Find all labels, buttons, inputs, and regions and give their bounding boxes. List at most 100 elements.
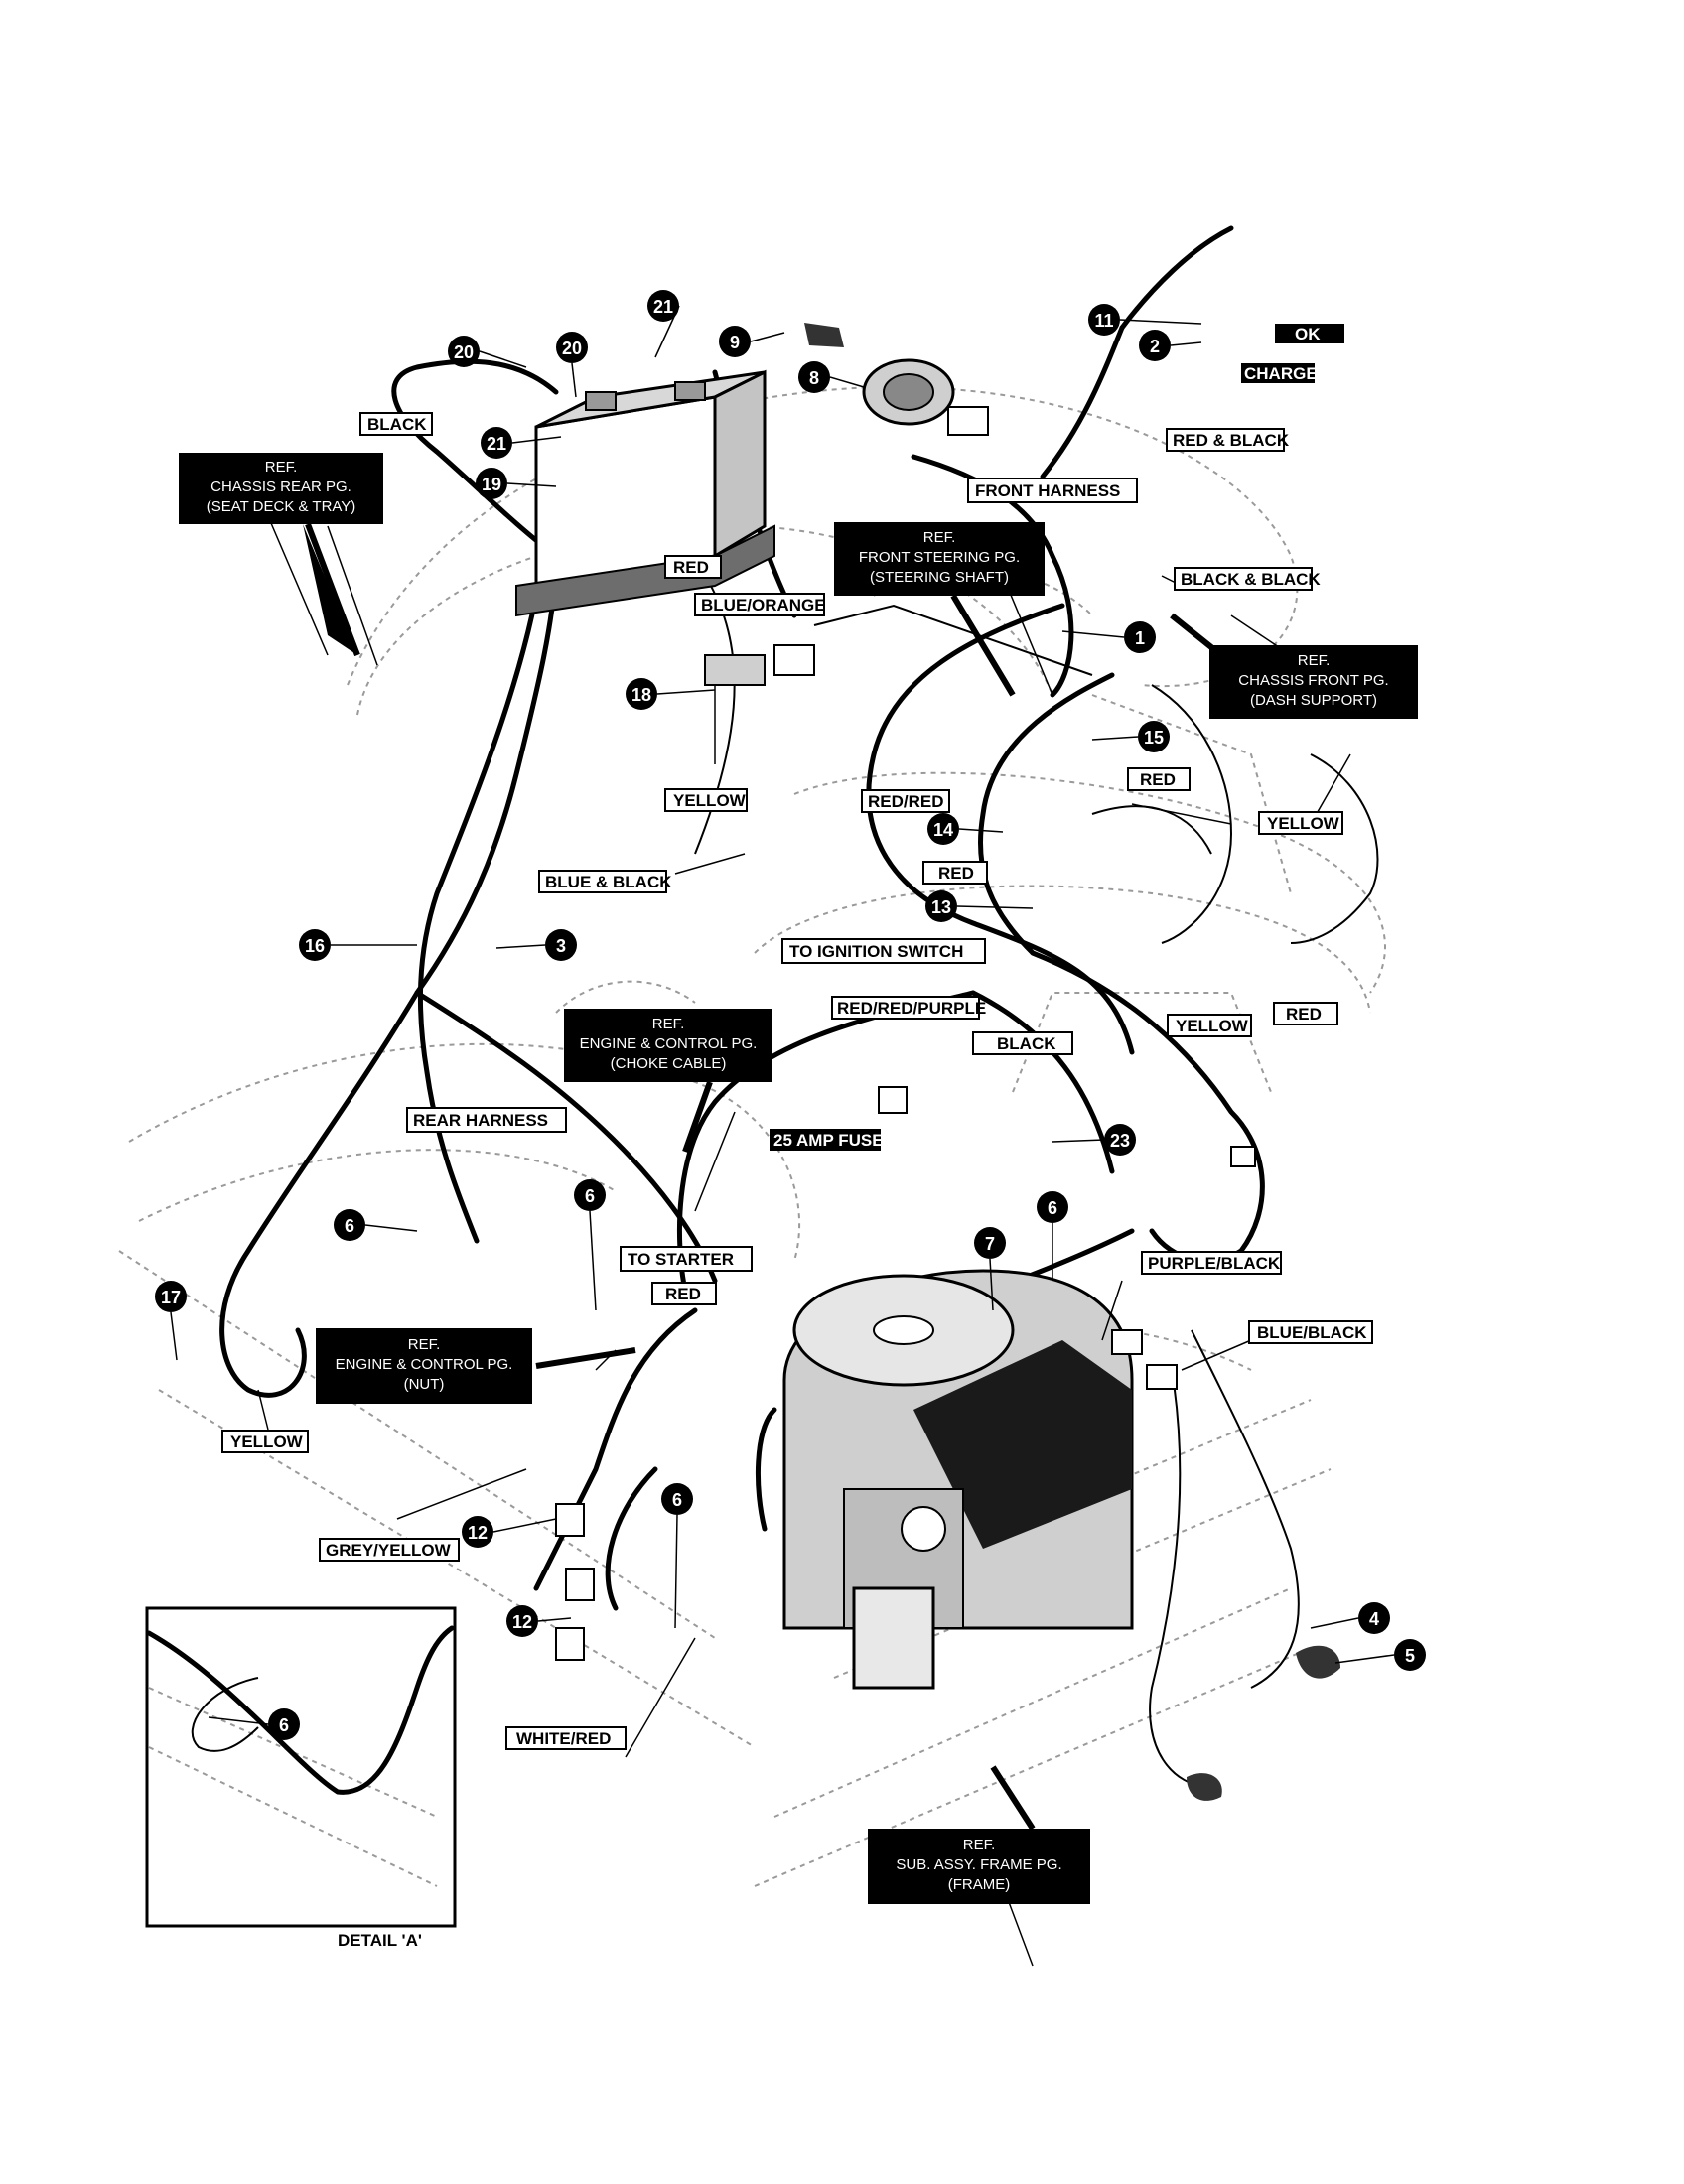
label-red-and-black: RED & BLACK	[1166, 428, 1290, 452]
label-blue-and-black: BLUE & BLACK	[538, 870, 672, 893]
svg-text:YELLOW: YELLOW	[1176, 1017, 1249, 1035]
label-red-battery: RED	[664, 555, 722, 579]
svg-text:6: 6	[345, 1216, 354, 1236]
ref-front-steering: REF. FRONT STEERING PG. (STEERING SHAFT)	[834, 522, 1045, 596]
callout-15: 15	[1138, 721, 1170, 752]
svg-text:REF.: REF.	[265, 459, 298, 476]
svg-text:FRONT HARNESS: FRONT HARNESS	[975, 481, 1120, 500]
svg-text:3: 3	[556, 936, 566, 956]
svg-text:PURPLE/BLACK: PURPLE/BLACK	[1148, 1254, 1281, 1273]
callout-16: 16	[299, 929, 331, 961]
svg-text:17: 17	[161, 1288, 181, 1307]
callout-6-mid: 6	[574, 1179, 606, 1211]
svg-text:SUB. ASSY. FRAME PG.: SUB. ASSY. FRAME PG.	[896, 1856, 1061, 1873]
callout-5: 5	[1394, 1639, 1426, 1671]
svg-text:REF.: REF.	[963, 1837, 996, 1853]
svg-text:21: 21	[487, 434, 506, 454]
callout-21-top: 21	[647, 290, 679, 322]
svg-text:YELLOW: YELLOW	[673, 791, 747, 810]
svg-text:RED/RED/PURPLE: RED/RED/PURPLE	[837, 999, 986, 1018]
svg-text:RED: RED	[673, 558, 709, 577]
svg-text:TO IGNITION SWITCH: TO IGNITION SWITCH	[789, 942, 963, 961]
svg-text:11: 11	[1094, 311, 1113, 331]
svg-text:(CHOKE CABLE): (CHOKE CABLE)	[611, 1055, 727, 1072]
svg-text:6: 6	[672, 1490, 682, 1510]
label-ok: OK	[1275, 324, 1344, 343]
svg-text:CHASSIS FRONT PG.: CHASSIS FRONT PG.	[1238, 672, 1388, 689]
svg-text:13: 13	[931, 897, 951, 917]
svg-text:RED: RED	[1140, 770, 1176, 789]
svg-text:BLUE/BLACK: BLUE/BLACK	[1257, 1323, 1367, 1342]
ref-sub-assy-frame: REF. SUB. ASSY. FRAME PG. (FRAME)	[868, 1829, 1090, 1904]
svg-text:21: 21	[653, 297, 673, 317]
label-yellow-ground: YELLOW	[221, 1430, 309, 1453]
svg-text:GREY/YELLOW: GREY/YELLOW	[326, 1541, 452, 1560]
svg-text:7: 7	[985, 1234, 995, 1254]
label-25-amp-fuse: 25 AMP FUSE	[770, 1129, 884, 1151]
svg-text:TO STARTER: TO STARTER	[628, 1250, 734, 1269]
ref-engine-choke: REF. ENGINE & CONTROL PG. (CHOKE CABLE)	[564, 1009, 772, 1082]
label-red-red: RED/RED	[861, 789, 950, 813]
svg-text:18: 18	[632, 685, 651, 705]
svg-text:1: 1	[1135, 628, 1145, 648]
svg-text:BLACK: BLACK	[367, 415, 427, 434]
battery-illustration	[515, 369, 775, 617]
label-yellow-right: YELLOW	[1258, 811, 1343, 835]
svg-text:5: 5	[1405, 1646, 1415, 1666]
svg-text:RED & BLACK: RED & BLACK	[1173, 431, 1290, 450]
svg-text:9: 9	[730, 333, 740, 352]
callout-18: 18	[626, 678, 657, 710]
callout-17: 17	[155, 1281, 187, 1312]
label-red-mid: RED	[1273, 1002, 1338, 1025]
svg-text:25 AMP FUSE: 25 AMP FUSE	[773, 1131, 884, 1150]
ref-arrows	[303, 522, 1223, 1831]
callout-20-left: 20	[448, 336, 480, 367]
label-black-battery: BLACK	[359, 412, 433, 436]
label-front-harness: FRONT HARNESS	[967, 478, 1138, 503]
label-blue-black: BLUE/BLACK	[1248, 1320, 1373, 1344]
label-grey-yellow: GREY/YELLOW	[319, 1538, 460, 1562]
svg-text:(STEERING SHAFT): (STEERING SHAFT)	[870, 569, 1009, 586]
label-purple-black: PURPLE/BLACK	[1141, 1251, 1282, 1275]
callout-12-bot: 12	[506, 1605, 538, 1637]
svg-text:CHASSIS REAR PG.: CHASSIS REAR PG.	[210, 478, 351, 495]
svg-text:WHITE/RED: WHITE/RED	[516, 1729, 611, 1748]
svg-text:20: 20	[562, 339, 582, 358]
svg-text:2: 2	[1150, 337, 1160, 356]
ref-chassis-rear: REF. CHASSIS REAR PG. (SEAT DECK & TRAY)	[179, 453, 383, 524]
callout-20-right: 20	[556, 332, 588, 363]
label-to-starter: TO STARTER	[620, 1246, 753, 1272]
callout-7: 7	[974, 1227, 1006, 1259]
svg-text:15: 15	[1144, 728, 1164, 748]
svg-text:FRONT STEERING PG.: FRONT STEERING PG.	[859, 549, 1020, 566]
callout-3: 3	[545, 929, 577, 961]
callout-11: 11	[1088, 304, 1120, 336]
callout-leaders	[170, 305, 1395, 1725]
svg-text:8: 8	[809, 368, 819, 388]
svg-text:BLACK: BLACK	[997, 1034, 1056, 1053]
detail-a-caption: DETAIL 'A'	[338, 1931, 422, 1950]
svg-text:16: 16	[305, 936, 325, 956]
svg-text:REF.: REF.	[408, 1336, 441, 1353]
label-red-15: RED	[1127, 767, 1191, 791]
svg-text:6: 6	[585, 1186, 595, 1206]
svg-text:REAR HARNESS: REAR HARNESS	[413, 1111, 548, 1130]
label-yellow-mid: YELLOW	[1167, 1014, 1252, 1037]
callout-8: 8	[798, 361, 830, 393]
svg-text:6: 6	[279, 1715, 289, 1735]
wire-labels: BLACK RED BLUE/ORANGE FRONT HARNESS RED …	[221, 324, 1373, 1750]
label-red-red-purple: RED/RED/PURPLE	[831, 996, 986, 1020]
svg-text:RED/RED: RED/RED	[868, 792, 944, 811]
svg-text:12: 12	[468, 1523, 488, 1543]
svg-text:(SEAT DECK & TRAY): (SEAT DECK & TRAY)	[207, 498, 356, 515]
svg-text:(NUT): (NUT)	[404, 1376, 445, 1393]
svg-text:(DASH SUPPORT): (DASH SUPPORT)	[1250, 692, 1377, 709]
svg-text:REF.: REF.	[1298, 652, 1331, 669]
svg-text:4: 4	[1369, 1609, 1379, 1629]
label-red-14: RED	[922, 861, 988, 885]
callout-numbers: 21 20 20 21 19 9 8 11 2 1 15 18 14 13 16…	[155, 290, 1426, 1740]
label-black-mid: BLACK	[972, 1031, 1073, 1055]
svg-text:BLACK & BLACK: BLACK & BLACK	[1181, 570, 1321, 589]
callout-19: 19	[476, 468, 507, 499]
